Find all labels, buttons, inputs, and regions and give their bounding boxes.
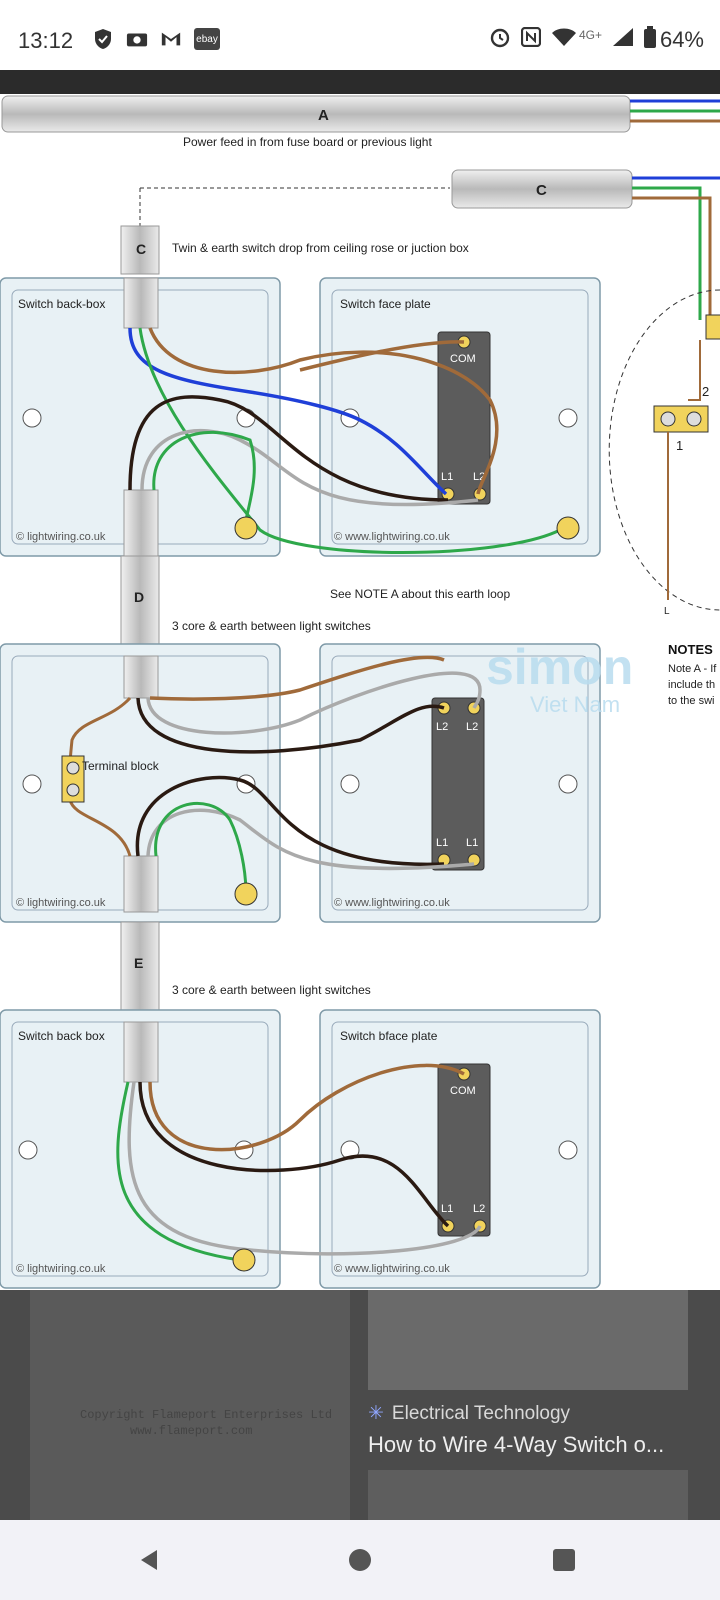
battery-percent: 64% [659,27,704,52]
related-thumbnail-1[interactable]: Copyright Flameport Enterprises Ltd www.… [30,1290,350,1520]
power-feed-text: Power feed in from fuse board or previou… [183,135,432,149]
related-source[interactable]: ✳ Electrical Technology [368,1402,570,1425]
source-name: Electrical Technology [391,1402,571,1424]
status-bar: 13:12 ebay 4G+ 64% [0,0,720,70]
related-results-overlay: Copyright Flameport Enterprises Ltd www.… [0,1290,720,1520]
cable-e-label: E [134,955,143,971]
box2-l1a-label: L1 [436,837,448,849]
signal-icon [612,27,634,53]
source-logo-icon: ✳ [368,1403,384,1424]
box3-left-title: Switch back box [18,1029,105,1043]
switch-back-box-1 [0,277,281,557]
three-core-text-1: 3 core & earth between light switches [172,619,371,633]
box3-right-title: Switch bface plate [340,1029,438,1043]
switch-back-box-3 [0,1009,281,1289]
image-viewer-header [0,70,720,94]
related-title[interactable]: How to Wire 4-Way Switch o... [368,1432,665,1457]
ebay-icon: ebay [194,28,220,50]
ceiling-terminal-1: 1 [676,438,683,453]
box3-com-label: COM [450,1085,476,1097]
three-core-text-2: 3 core & earth between light switches [172,983,371,997]
recents-icon[interactable] [546,1542,582,1578]
box2-l2b-label: L2 [466,721,478,733]
ceiling-l-label: L [664,606,670,617]
switch-face-plate-1 [319,277,601,557]
notes-title: NOTES [668,642,713,657]
home-icon[interactable] [342,1542,378,1578]
box2-right-copyright: © www.lightwiring.co.uk [334,897,450,909]
notes-line-2: include th [668,679,715,691]
box2-l2a-label: L2 [436,721,448,733]
box1-right-title: Switch face plate [340,297,431,311]
gmail-icon [160,28,182,50]
network-type: 4G+ [578,28,602,42]
cable-a-label: A [318,107,329,124]
nfc-icon [520,26,542,53]
related-thumbnail-2[interactable] [368,1290,688,1390]
terminal-block-label: Terminal block [82,759,160,773]
cable-a [1,95,631,133]
box3-right-copyright: © www.lightwiring.co.uk [334,1263,450,1275]
notes-line-3: to the swi [668,695,714,707]
battery-icon [643,26,656,54]
watermark-sub: Viet Nam [530,692,620,717]
box1-left-title: Switch back-box [18,297,105,311]
wifi-icon [551,27,577,53]
related-watermark-text: Copyright Flameport Enterprises Ltd [80,1408,333,1422]
related-watermark-url: www.flameport.com [130,1424,253,1438]
cable-d-label: D [134,589,144,605]
note-loop-text: See NOTE A about this earth loop [330,587,510,601]
cable-c-top-label: C [536,182,547,199]
cable-c-label: C [136,241,146,257]
watermark-brand: simon [486,639,633,695]
navigation-bar [0,1520,720,1600]
notes-line-1: Note A - If [668,663,717,675]
status-time: 13:12 [18,28,74,53]
related-thumbnail-3[interactable] [368,1470,688,1520]
box3-l2-label: L2 [473,1203,485,1215]
box2-left-copyright: © lightwiring.co.uk [16,897,106,909]
camera-icon [126,28,148,50]
box1-l1-label: L1 [441,471,453,483]
wiring-diagram-image[interactable]: A Power feed in from fuse board or previ… [0,94,720,1294]
switch-face-plate-3 [319,1009,601,1289]
box1-com-label: COM [450,353,476,365]
drop-text: Twin & earth switch drop from ceiling ro… [172,241,469,255]
back-icon[interactable] [132,1542,168,1578]
wiring-diagram-svg: A Power feed in from fuse board or previ… [0,95,720,1289]
alarm-icon [489,26,511,54]
box1-right-copyright: © www.lightwiring.co.uk [334,531,450,543]
ceiling-terminal-2: 2 [702,384,709,399]
box1-left-copyright: © lightwiring.co.uk [16,531,106,543]
box3-left-copyright: © lightwiring.co.uk [16,1263,106,1275]
shield-icon [92,28,114,50]
box2-l1b-label: L1 [466,837,478,849]
box3-l1-label: L1 [441,1203,453,1215]
